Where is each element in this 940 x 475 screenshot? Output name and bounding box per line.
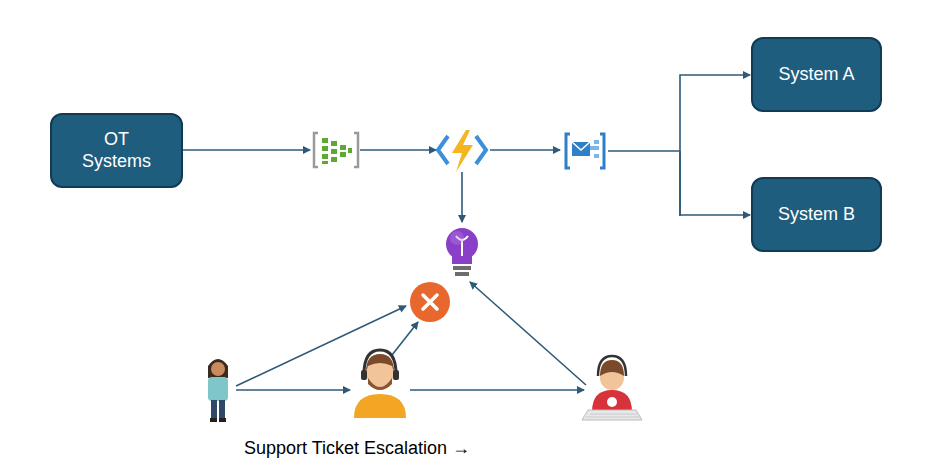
user-person (208, 359, 228, 422)
insights-bulb-icon (446, 228, 478, 276)
failure-icon (410, 282, 450, 322)
service-bus-icon (566, 134, 604, 168)
box-label: OT Systems (62, 123, 172, 178)
support-agent (354, 350, 406, 418)
target-box: System B (751, 177, 882, 252)
box-label: System B (768, 198, 865, 232)
box-label: System A (768, 58, 864, 92)
source-box: OT Systems (50, 113, 183, 188)
function-icon (438, 130, 486, 172)
flow-lines (183, 75, 750, 390)
developer-person (582, 356, 642, 420)
target-box: System A (751, 37, 882, 112)
event-hub-icon (314, 133, 358, 167)
caption-label: Support Ticket Escalation → (244, 438, 470, 459)
